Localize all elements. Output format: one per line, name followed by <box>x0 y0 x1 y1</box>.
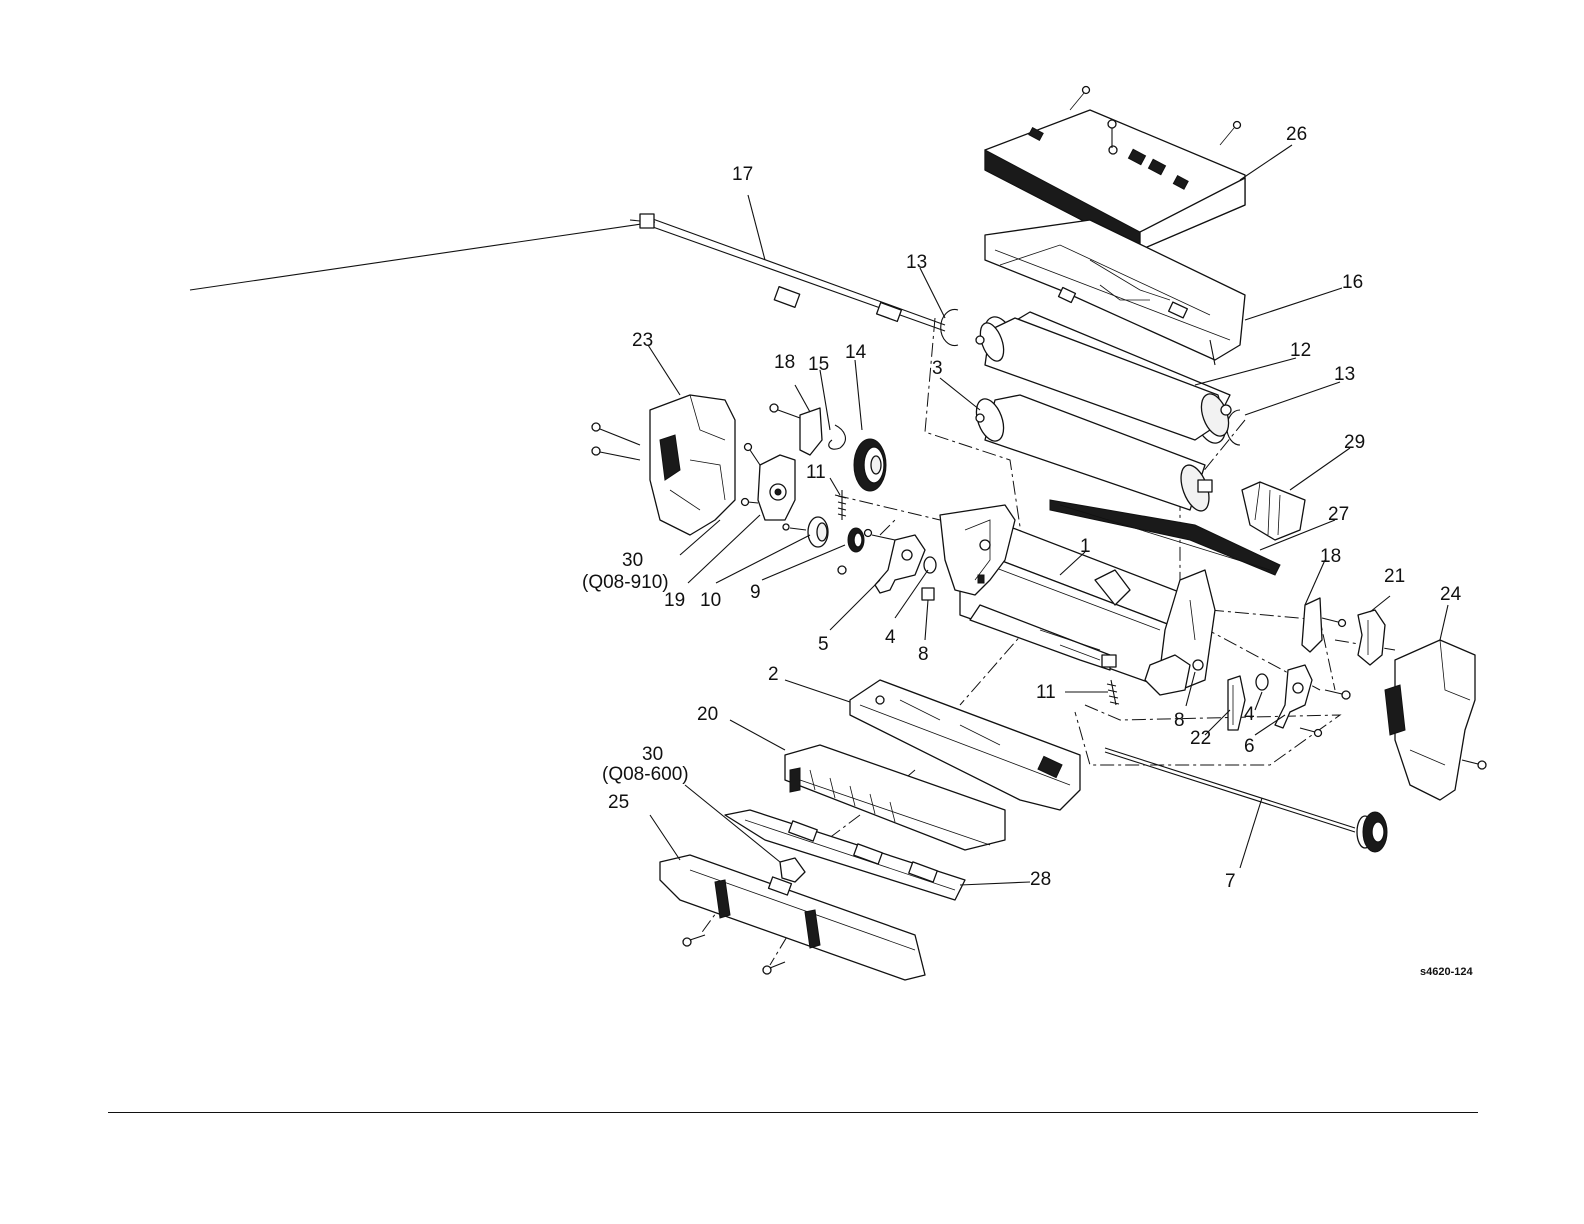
callout-12: 12 <box>1290 340 1311 361</box>
callout-22: 22 <box>1190 728 1211 749</box>
callout-18b: 18 <box>1320 546 1341 567</box>
part-clip-q08-600 <box>780 858 805 882</box>
callout-10: 10 <box>700 590 721 611</box>
callout-7: 7 <box>1225 871 1236 892</box>
part-motor-bracket <box>742 444 796 521</box>
callout-17: 17 <box>732 164 753 185</box>
callout-16: 16 <box>1342 272 1363 293</box>
callout-28: 28 <box>1030 869 1051 890</box>
part-wire-shaft <box>190 214 945 331</box>
part-washer-right <box>1256 674 1268 690</box>
part-lever-right <box>1275 665 1350 737</box>
callout-30a-ref: (Q08-910) <box>582 572 669 593</box>
callout-27: 27 <box>1328 504 1349 525</box>
part-small-gear <box>838 528 864 574</box>
part-latch-21 <box>1358 610 1385 665</box>
callout-25: 25 <box>608 792 629 813</box>
part-right-bracket <box>1242 482 1305 540</box>
callout-30a: 30 <box>622 550 643 571</box>
part-top-cover <box>985 87 1245 251</box>
callout-24: 24 <box>1440 584 1462 605</box>
part-lever-arm <box>865 530 926 594</box>
callout-11a: 11 <box>806 462 826 483</box>
callout-19: 19 <box>664 590 685 611</box>
callout-14: 14 <box>845 342 867 363</box>
callout-3: 3 <box>932 358 943 379</box>
part-small-bracket-right <box>1302 598 1346 652</box>
callout-8b: 8 <box>1174 710 1185 731</box>
callout-4b: 4 <box>1244 704 1255 725</box>
callout-11b: 11 <box>1036 682 1056 703</box>
part-right-housing <box>1385 640 1486 800</box>
part-pulley <box>783 517 828 547</box>
callout-30b: 30 <box>642 744 663 765</box>
callout-9: 9 <box>750 582 761 603</box>
callout-6: 6 <box>1244 736 1255 757</box>
callout-13a: 13 <box>906 252 927 273</box>
part-latch-22 <box>1228 676 1245 730</box>
callout-23: 23 <box>632 330 653 351</box>
part-gear <box>854 439 886 491</box>
callout-26: 26 <box>1286 124 1307 145</box>
part-bushing-left <box>922 588 934 600</box>
callout-1: 1 <box>1080 536 1091 557</box>
callout-8a: 8 <box>918 644 929 665</box>
callout-20: 20 <box>697 704 718 725</box>
part-spring-lower <box>1107 680 1119 705</box>
callout-18a: 18 <box>774 352 795 373</box>
callout-21: 21 <box>1384 566 1405 587</box>
footer-divider <box>108 1112 1478 1113</box>
callout-4a: 4 <box>885 627 896 648</box>
callout-29: 29 <box>1344 432 1365 453</box>
callout-5: 5 <box>818 634 829 655</box>
callout-2: 2 <box>768 664 779 685</box>
callout-30b-ref: (Q08-600) <box>602 764 689 785</box>
part-knob-shaft <box>1105 748 1387 852</box>
figure-id-label: s4620-124 <box>1420 966 1473 978</box>
part-small-bracket-left <box>770 404 822 455</box>
part-washer-left <box>924 557 936 573</box>
part-spring-clip <box>829 425 846 449</box>
callout-15: 15 <box>808 354 829 375</box>
part-left-housing <box>592 395 735 535</box>
callout-13b: 13 <box>1334 364 1355 385</box>
